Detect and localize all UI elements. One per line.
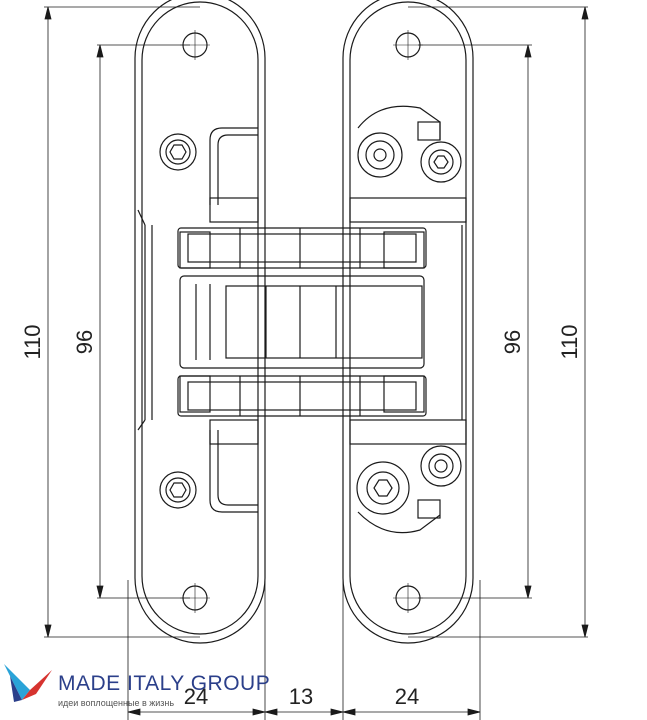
right-hinge-plate	[342, 0, 474, 644]
dim-right-inner-label: 96	[500, 330, 525, 354]
dim-bottom-right-label: 24	[395, 684, 419, 709]
dim-bottom-middle-label: 13	[289, 684, 313, 709]
dim-right-outer-label: 110	[557, 324, 582, 359]
dimension-lines	[44, 6, 589, 720]
left-hinge-plate	[134, 0, 266, 644]
dim-bottom-left-label: 24	[184, 684, 208, 709]
made-italy-logo-icon	[4, 664, 52, 702]
watermark-subtitle: идеи воплощенные в жизнь	[58, 698, 175, 708]
dim-left-inner-label: 96	[72, 330, 97, 354]
dim-left-outer-label: 110	[20, 324, 45, 359]
watermark-title: MADE ITALY GROUP	[58, 672, 271, 695]
hinge-knuckle-mechanism	[177, 227, 427, 417]
